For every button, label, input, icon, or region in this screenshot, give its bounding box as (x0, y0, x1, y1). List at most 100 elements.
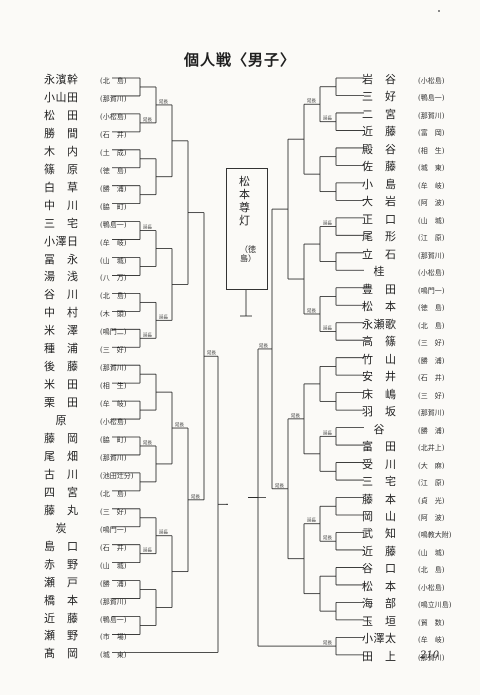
competitor-entry: 篠 原 (徳 島) (44, 160, 126, 176)
competitor-school: (北 島) (100, 292, 127, 301)
competitor-entry: 玉 垣(貿 数) (362, 612, 444, 628)
competitor-entry: 尾 形(江 原) (362, 227, 444, 243)
competitor-school: (山 城) (100, 256, 127, 265)
competitor-name: 岩 谷 (362, 73, 397, 86)
extension-label: 延長 (323, 324, 332, 331)
competitor-entry: 近 藤(鴨島一) (44, 609, 126, 625)
competitor-name: 殿 谷 (362, 142, 397, 156)
competitor-name: 三 好 (362, 90, 397, 104)
competitor-name: 炭 (44, 521, 67, 535)
competitor-name: 小 島 (362, 177, 397, 191)
competitor-school: (鳴教大附) (418, 531, 452, 540)
competitor-school: (那賀川) (418, 251, 445, 260)
competitor-school: (貿 数) (418, 618, 445, 627)
competitor-entry: 海 部(鳴立川島) (362, 594, 451, 610)
competitor-entry: 藤 丸(三 好) (44, 501, 126, 517)
competitor-entry: 米 田(相 生) (44, 375, 126, 391)
competitor-school: (小松島) (418, 77, 445, 85)
competitor-entry: 中 川(脇 町) (44, 196, 126, 212)
competitor-entry: 安 井(石 井) (362, 367, 444, 383)
competitor-entry: 高 篠(三 好) (362, 332, 444, 348)
competitor-entry: 湯 浅(八 万) (44, 267, 126, 283)
competitor-school: (阿 波) (418, 514, 445, 522)
champion-box: 松本尊灯 （徳島） (226, 168, 268, 290)
competitor-school: (城 東) (418, 164, 445, 173)
competitor-school: (北井上) (418, 444, 445, 453)
competitor-school: (貞 光) (418, 496, 445, 505)
competitor-entry: 豊 田 (鳴門一) (362, 280, 444, 296)
competitor-name: 谷 (362, 422, 385, 436)
competitor-name: 富 田 (362, 440, 397, 454)
competitor-entry: 原(小松島) (44, 411, 126, 427)
competitor-school: (江 原) (418, 234, 445, 243)
competitor-entry: 三 好(鴨島一) (362, 87, 444, 103)
competitor-name: 近 藤 (44, 611, 79, 625)
competitor-name: 受 川 (362, 457, 397, 471)
competitor-school: (那賀川) (418, 653, 445, 662)
competitor-name: 古 川 (44, 467, 79, 481)
competitor-name: 近 藤 (362, 544, 397, 558)
competitor-entry: 近 藤 (富 岡) (362, 122, 444, 138)
champion-school: （徳島） (240, 245, 256, 263)
competitor-entry: 島 口(石 井) (44, 537, 126, 553)
competitor-entry: 木 内(土 成) (44, 142, 126, 158)
competitor-entry: 後 藤(那賀川) (44, 357, 126, 373)
extension-label: 延長 (143, 331, 152, 338)
competitor-name: 佐 藤 (362, 160, 397, 174)
competitor-entry: 竹 山(勝 浦) (362, 350, 444, 366)
competitor-school: (鴨島一) (100, 220, 127, 229)
competitor-entry: 三 宅(鴨島一) (44, 214, 126, 230)
competitor-school: (牟 岐) (100, 238, 127, 247)
competitor-school: (富 岡) (418, 129, 445, 138)
competitor-entry: 髙 岡(城 東) (44, 644, 126, 660)
competitor-entry: 床 嶋(三 好) (362, 385, 444, 401)
extension-label: 延長 (323, 220, 332, 227)
competitor-school: (那賀川) (418, 111, 445, 120)
competitor-school: (土 成) (100, 148, 127, 157)
competitor-entry: 田 上 (那賀川) (362, 647, 444, 663)
competitor-school: (鳴門一) (418, 286, 445, 295)
scan-speck (438, 10, 440, 12)
competitor-name: 豊 田 (362, 282, 397, 296)
extension-label: 延長 (323, 429, 332, 436)
competitor-school: (徳 島) (418, 304, 445, 313)
extension-label: 延長 (175, 421, 184, 428)
competitor-entry: 谷 口(北 島) (362, 559, 444, 575)
extension-label: 延長 (307, 97, 316, 104)
competitor-entry: 四 宮(北 島) (44, 483, 126, 499)
competitor-school: (勝 浦) (100, 579, 127, 588)
competitor-entry: 松 本(小松島) (362, 577, 444, 593)
competitor-entry: 立 石(那賀川) (362, 245, 444, 261)
competitor-school: (北 島) (100, 77, 127, 85)
competitor-entry: 大 岩 (阿 波) (362, 192, 444, 208)
competitor-name: 白 草 (44, 180, 79, 194)
competitor-school: (三 好) (100, 346, 127, 355)
competitor-name: 近 藤 (362, 125, 397, 139)
competitor-name: 田 上 (362, 649, 397, 663)
competitor-school: (牟 岐) (100, 400, 127, 409)
competitor-school: (三 好) (100, 507, 127, 516)
competitor-name: 尾 畑 (44, 449, 79, 463)
competitor-school: (大 麻) (418, 461, 445, 470)
competitor-school: (池田辻分) (100, 471, 134, 480)
competitor-name: 米 田 (44, 378, 79, 392)
competitor-school: (小松島) (418, 583, 445, 592)
competitor-name: 米 澤 (44, 324, 79, 338)
competitor-name: 谷 川 (44, 288, 79, 302)
competitor-name: 篠 原 (44, 162, 79, 176)
competitor-name: 岡 山 (362, 510, 397, 523)
competitor-school: (阿 波) (418, 199, 445, 208)
extension-label: 延長 (323, 639, 332, 646)
competitor-name: 後 藤 (44, 360, 79, 374)
competitor-school: (北 島) (418, 566, 445, 575)
extension-label: 延長 (143, 547, 152, 554)
competitor-name: 大 岩 (362, 195, 397, 209)
competitor-name: 正 口 (362, 212, 397, 226)
competitor-entry: 尾 畑(那賀川) (44, 447, 126, 463)
competitor-entry: 冨 永(山 城) (44, 250, 126, 266)
competitor-school: (徳 島) (100, 166, 127, 175)
competitor-entry: 受 川 (大 麻) (362, 455, 444, 471)
competitor-school: (脇 町) (100, 436, 127, 444)
competitor-entry: 羽 坂(那賀川) (362, 402, 444, 418)
